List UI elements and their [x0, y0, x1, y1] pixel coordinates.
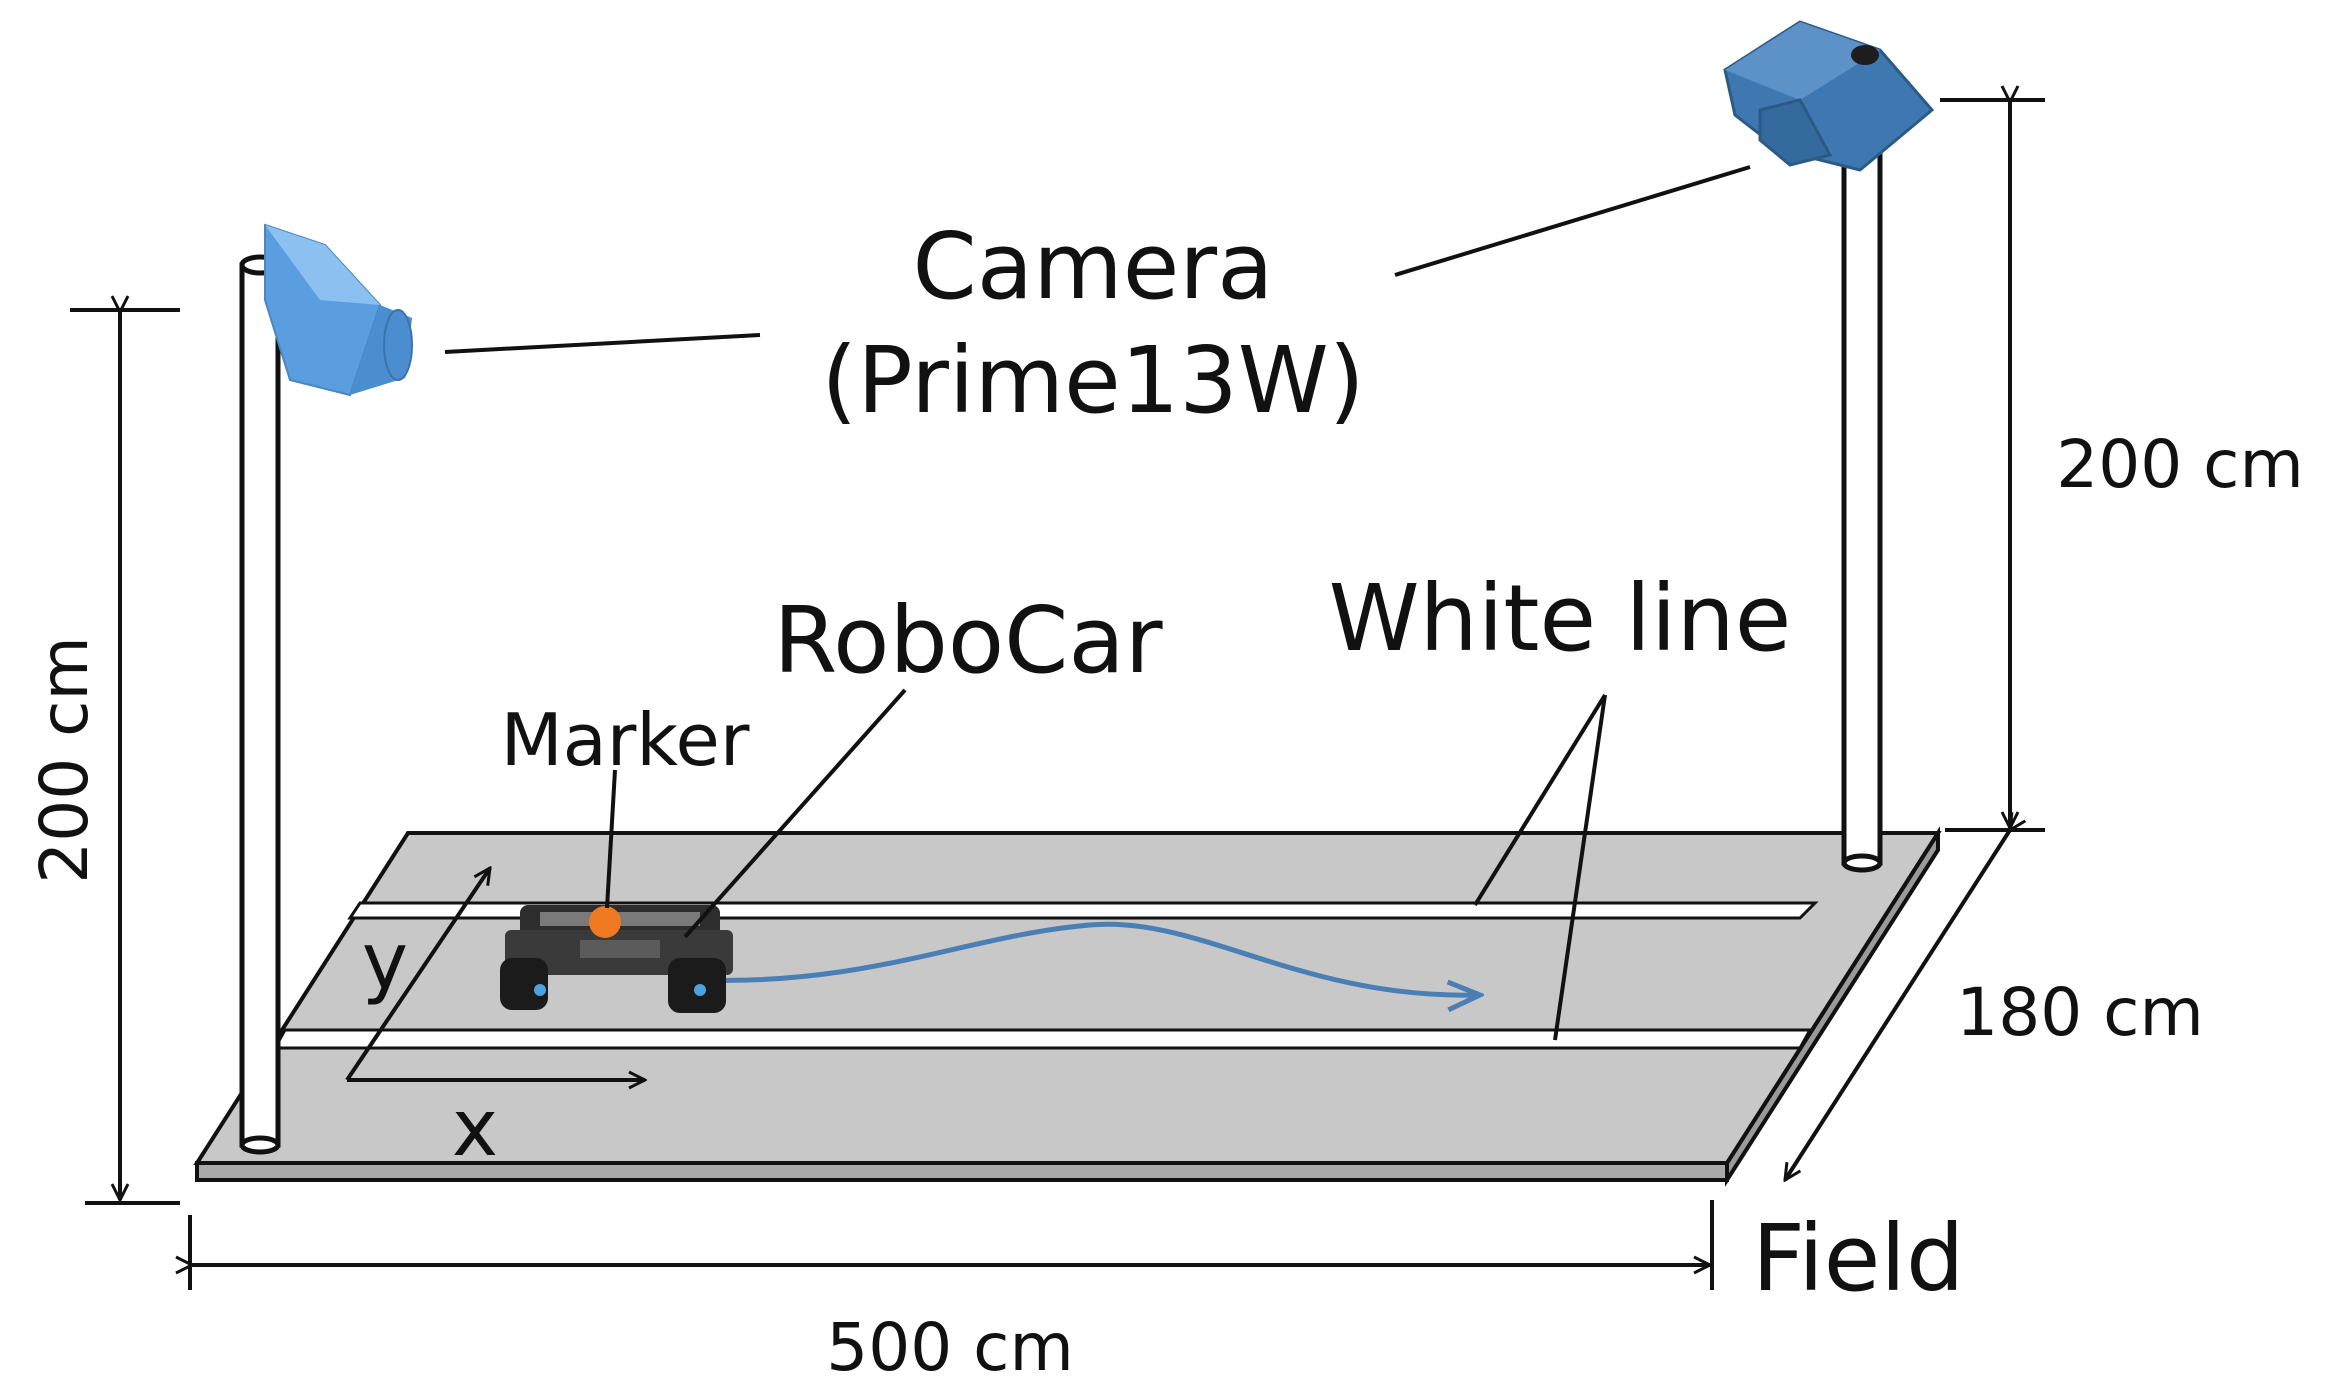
camera-right-icon [1723, 20, 1935, 172]
white-line-leader-upper [1473, 693, 1607, 907]
robocar-icon [500, 905, 733, 1013]
dimension-left-height [70, 310, 180, 1205]
dimension-right-height [1940, 100, 2045, 832]
coordinate-axes [345, 868, 645, 1080]
white-line-leader-lower [1553, 694, 1607, 1041]
x-axis-label: x [452, 1084, 498, 1174]
robocar-leader [683, 688, 907, 939]
white-line-lower [272, 1028, 1813, 1050]
right-pole [1841, 152, 1883, 873]
field-length-label: 500 cm [826, 1309, 1074, 1386]
left-height-label: 200 cm [26, 636, 103, 884]
white-line-label: White line [1329, 565, 1792, 672]
camera-left-icon [264, 223, 413, 397]
dimension-field-length [190, 1200, 1714, 1290]
trajectory-arrow [704, 921, 1480, 995]
field-label: Field [1752, 1205, 1964, 1312]
camera-label: Camera [912, 213, 1273, 320]
right-height-label: 200 cm [2056, 426, 2304, 503]
camera-model-label: (Prime13W) [821, 327, 1364, 434]
robocar-label: RoboCar [773, 587, 1162, 694]
marker-label: Marker [501, 698, 750, 782]
marker-icon [589, 906, 621, 938]
marker-leader [605, 769, 617, 909]
camera-left-leader [444, 333, 761, 354]
field-depth-label: 180 cm [1956, 974, 2204, 1051]
left-pole [239, 254, 281, 1155]
y-axis-label: y [362, 917, 408, 1007]
camera-right-leader [1394, 165, 1751, 277]
dimension-field-depth [1785, 830, 2010, 1180]
